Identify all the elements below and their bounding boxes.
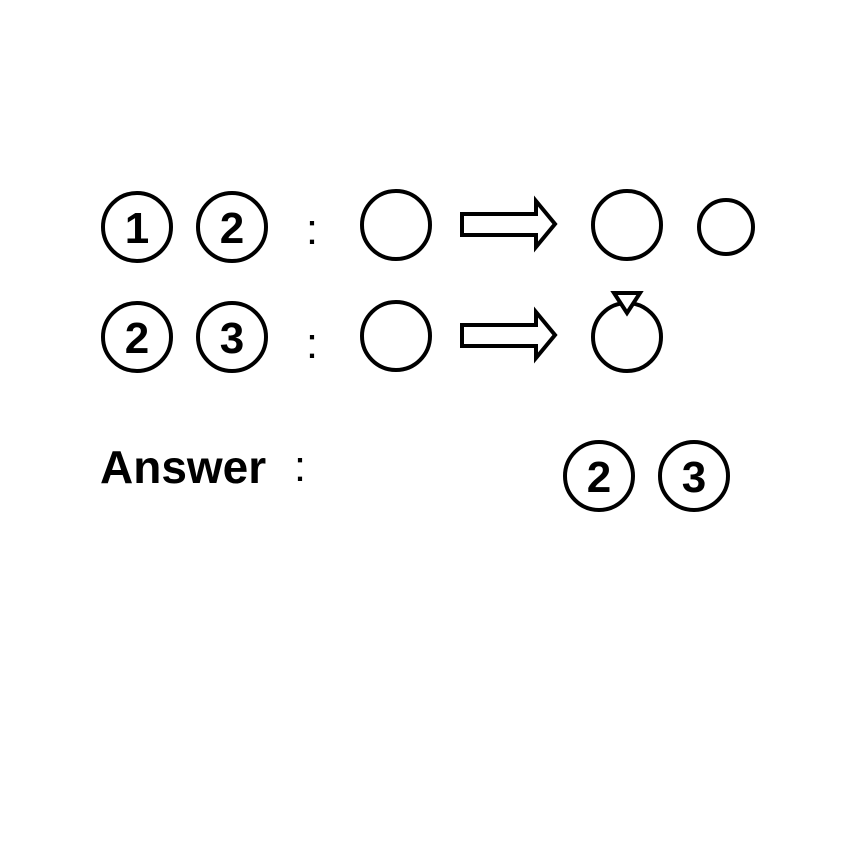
row-1-output-large-circle [591, 189, 663, 261]
row-2-arrow-icon [460, 306, 558, 364]
row-2-label-2-circle [196, 301, 268, 373]
row-1-label-2-circle [196, 191, 268, 263]
row-1 [101, 189, 755, 263]
answer-separator: : [294, 442, 306, 491]
row-1-label-2: 2 [220, 204, 244, 253]
row-2-label-1-circle [101, 301, 173, 373]
row-1-input-circle [360, 189, 432, 261]
row-2-output-triangle-marker [610, 291, 644, 317]
answer-label-2-circle [658, 440, 730, 512]
row-1-label-1: 1 [125, 204, 149, 253]
row-2-input-circle [360, 300, 432, 372]
answer-label-1-circle [563, 440, 635, 512]
row-2-separator: : [306, 319, 318, 368]
row-1-arrow-icon [460, 195, 558, 253]
row-1-output-small-circle [697, 198, 755, 256]
answer-row [563, 440, 730, 512]
answer-value-2: 3 [682, 453, 706, 502]
row-2-label-1: 2 [125, 314, 149, 363]
row-1-separator: : [306, 205, 318, 254]
row-2-label-2: 3 [220, 314, 244, 363]
answer-value-1: 2 [587, 453, 611, 502]
answer-label: Answer [100, 441, 266, 493]
row-1-label-1-circle [101, 191, 173, 263]
row-2 [101, 291, 663, 373]
